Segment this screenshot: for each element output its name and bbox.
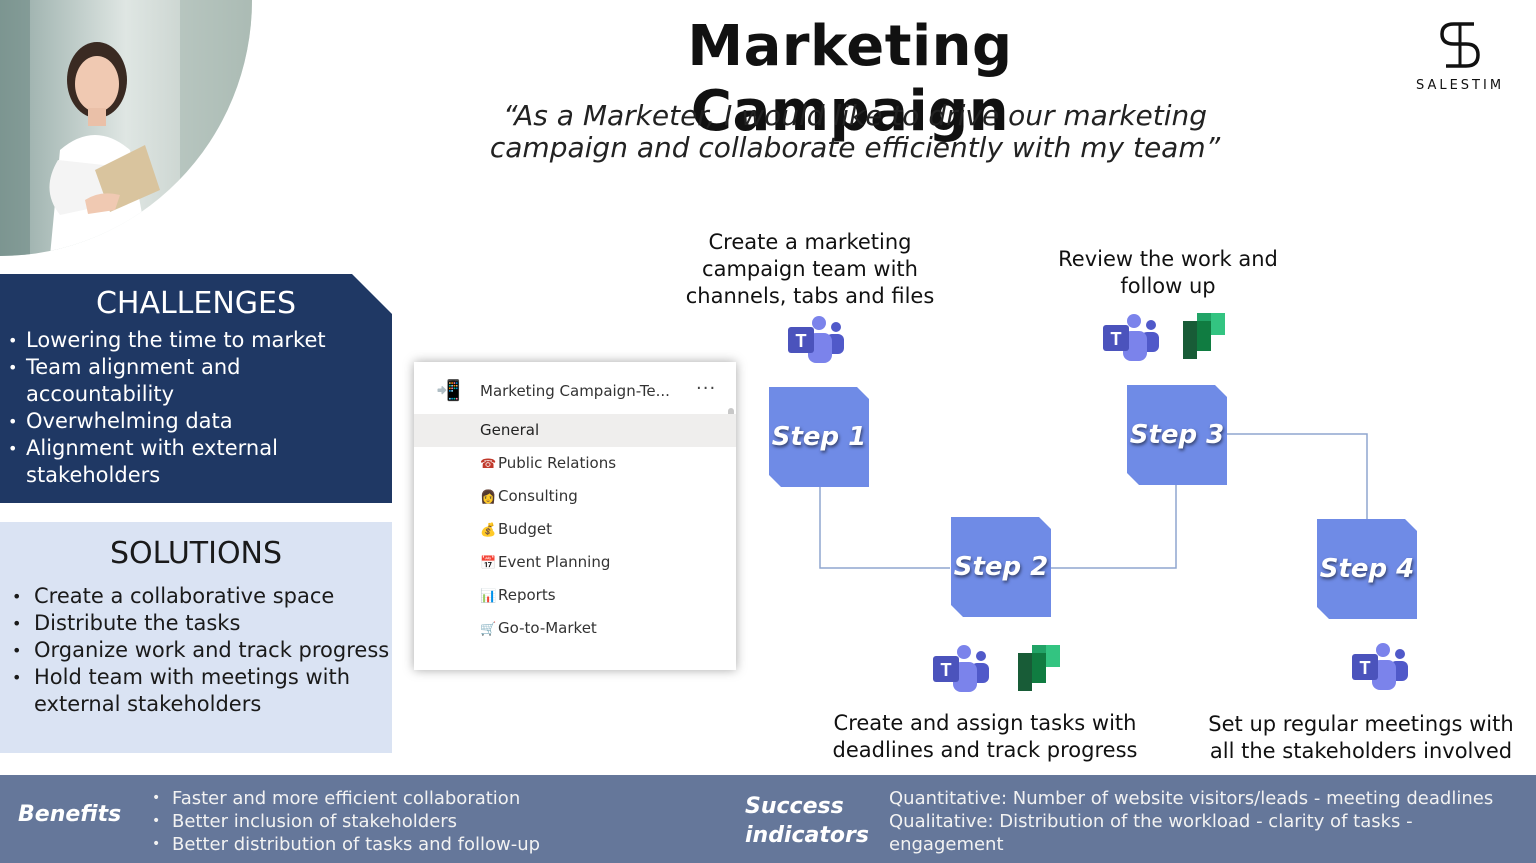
caption-line: deadlines and track progress xyxy=(832,738,1138,762)
phone-icon: 📲 xyxy=(436,378,461,402)
benefits-list: Faster and more efficient collaboration … xyxy=(150,787,540,856)
svg-text:T: T xyxy=(1111,329,1122,349)
step-1-caption: Create a marketing campaign team with ch… xyxy=(660,229,960,310)
salestim-logo: SALESTIM xyxy=(1405,20,1515,93)
quote-line-2: campaign and collaborate efficiently wit… xyxy=(489,131,1221,164)
teams-icon: T xyxy=(1103,314,1159,361)
solutions-panel: SOLUTIONS Create a collaborative space D… xyxy=(0,522,392,753)
page-title: Marketing Campaign xyxy=(687,14,1013,144)
list-item: Team alignment and accountability xyxy=(8,354,392,408)
solutions-list: Create a collaborative space Distribute … xyxy=(0,571,392,718)
planner-icon xyxy=(1183,313,1225,359)
connector-1-2 xyxy=(819,487,950,569)
hero-photo xyxy=(0,0,252,256)
caption-line: Create a marketing xyxy=(708,230,912,254)
channel-label: Public Relations xyxy=(498,454,617,472)
person-icon: 👩 xyxy=(480,490,497,505)
channel-go-to-market[interactable]: 🛒Go-to-Market xyxy=(414,612,736,645)
team-name[interactable]: Marketing Campaign-Te... xyxy=(480,382,670,400)
footer: Benefits Faster and more efficient colla… xyxy=(0,775,1536,863)
quote: “As a Marketer, I would like to drive ou… xyxy=(470,100,1240,164)
channel-list: General ☎Public Relations 👩Consulting 💰B… xyxy=(414,414,736,645)
indicator-line: engagement xyxy=(889,834,1004,855)
list-item: Faster and more efficient collaboration xyxy=(150,787,540,810)
channel-reports[interactable]: 📊Reports xyxy=(414,579,736,612)
caption-line: follow up xyxy=(1120,274,1216,298)
calendar-icon: 📅 xyxy=(480,556,497,571)
channel-label: Event Planning xyxy=(498,553,611,571)
svg-text:T: T xyxy=(796,331,807,351)
channel-label: Consulting xyxy=(498,487,578,505)
channel-label: Go-to-Market xyxy=(498,619,597,637)
success-indicators-text: Quantitative: Number of website visitors… xyxy=(889,787,1493,856)
channel-label: General xyxy=(480,421,540,439)
step-4-caption: Set up regular meetings with all the sta… xyxy=(1200,711,1522,765)
logo-text: SALESTIM xyxy=(1415,78,1505,93)
step-2-box: Step 2 xyxy=(951,517,1051,617)
caption-line: Review the work and xyxy=(1058,247,1278,271)
step-3-box: Step 3 xyxy=(1127,385,1227,485)
channel-budget[interactable]: 💰Budget xyxy=(414,513,736,546)
connector-2-3 xyxy=(1051,485,1177,569)
challenges-list: Lowering the time to market Team alignme… xyxy=(0,321,392,489)
money-bag-icon: 💰 xyxy=(480,523,497,538)
channel-consulting[interactable]: 👩Consulting xyxy=(414,480,736,513)
bar-chart-icon: 📊 xyxy=(480,589,497,604)
success-indicators-label: Success indicators xyxy=(745,792,869,850)
challenges-panel: CHALLENGES Lowering the time to market T… xyxy=(0,274,392,503)
teams-icon: T xyxy=(1352,643,1408,690)
shopping-cart-icon: 🛒 xyxy=(480,622,497,637)
list-item: Alignment with external stakeholders xyxy=(8,435,392,489)
list-item: Create a collaborative space xyxy=(12,583,392,610)
svg-text:T: T xyxy=(1360,658,1371,678)
svg-text:T: T xyxy=(941,660,952,680)
benefits-label: Benefits xyxy=(18,802,122,827)
salestim-logo-icon xyxy=(1440,22,1480,68)
step-3-caption: Review the work and follow up xyxy=(1030,246,1306,300)
step-1-box: Step 1 xyxy=(769,387,869,487)
telephone-icon: ☎ xyxy=(480,457,497,472)
more-options-icon[interactable]: ··· xyxy=(696,378,717,399)
channel-event-planning[interactable]: 📅Event Planning xyxy=(414,546,736,579)
list-item: Overwhelming data xyxy=(8,408,392,435)
channel-label: Budget xyxy=(498,520,552,538)
list-item: Organize work and track progress xyxy=(12,637,392,664)
channel-public-relations[interactable]: ☎Public Relations xyxy=(414,447,736,480)
solutions-title: SOLUTIONS xyxy=(109,536,283,571)
teams-channel-panel: 📲 Marketing Campaign-Te... ··· General ☎… xyxy=(414,362,736,670)
caption-line: Create and assign tasks with xyxy=(833,711,1137,735)
list-item: Better inclusion of stakeholders xyxy=(150,810,540,833)
label-line: Success xyxy=(745,794,844,819)
caption-line: all the stakeholders involved xyxy=(1209,739,1513,763)
planner-icon xyxy=(1018,645,1060,691)
list-item: Distribute the tasks xyxy=(12,610,392,637)
challenges-title: CHALLENGES xyxy=(95,286,297,321)
step-4-box: Step 4 xyxy=(1317,519,1417,619)
list-item: Hold team with meetings with external st… xyxy=(12,664,392,718)
connector-3-4 xyxy=(1227,433,1368,519)
caption-line: channels, tabs and files xyxy=(685,284,935,308)
teams-icon: T xyxy=(933,645,989,692)
caption-line: Set up regular meetings with xyxy=(1208,712,1514,736)
indicator-line: Qualitative: Distribution of the workloa… xyxy=(889,811,1413,832)
channel-general[interactable]: General xyxy=(414,414,736,447)
indicator-line: Quantitative: Number of website visitors… xyxy=(889,788,1494,809)
list-item: Better distribution of tasks and follow-… xyxy=(150,833,540,856)
team-header[interactable]: 📲 Marketing Campaign-Te... ··· xyxy=(414,376,736,406)
list-item: Lowering the time to market xyxy=(8,327,392,354)
label-line: indicators xyxy=(745,823,869,848)
caption-line: campaign team with xyxy=(702,257,918,281)
step-2-caption: Create and assign tasks with deadlines a… xyxy=(820,710,1150,764)
quote-line-1: “As a Marketer, I would like to drive ou… xyxy=(502,99,1208,132)
teams-icon: T xyxy=(788,316,844,363)
channel-label: Reports xyxy=(498,586,556,604)
